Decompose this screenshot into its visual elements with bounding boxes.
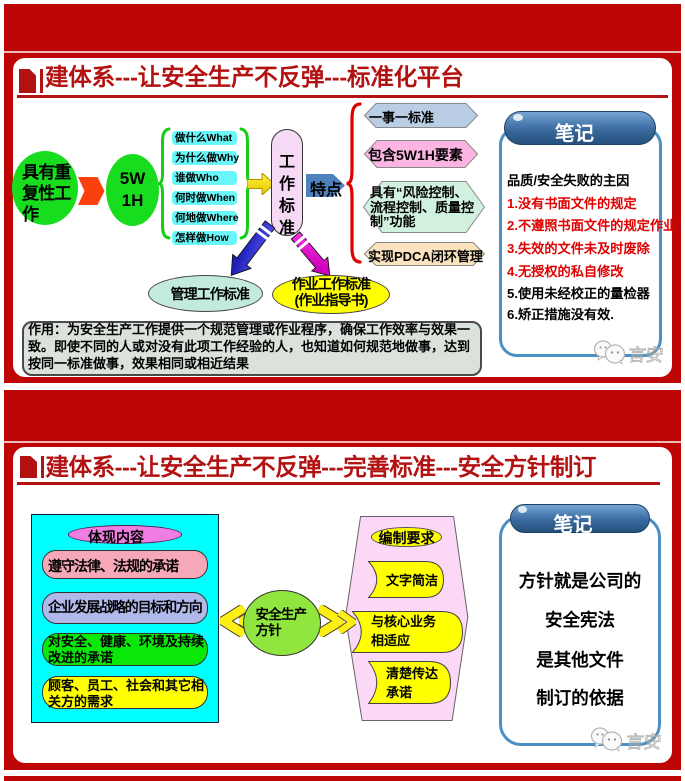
svg-text:言安: 言安 [625, 732, 662, 752]
svg-text:言安: 言安 [627, 345, 664, 365]
